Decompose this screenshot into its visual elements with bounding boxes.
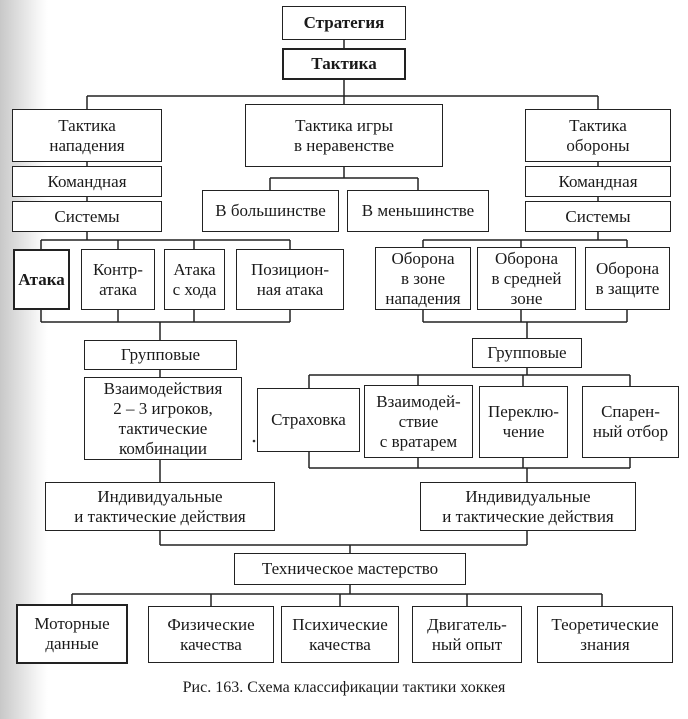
motor-experience-box: Двигатель- ный опыт <box>412 606 522 663</box>
defense-tactics-box: Тактика обороны <box>525 109 671 162</box>
tactics-box: Тактика <box>282 48 406 80</box>
mental-qualities-box: Психические качества <box>281 606 399 663</box>
minority-box: В меньшинстве <box>347 190 489 232</box>
attack-individual-box: Индивидуальные и тактические действия <box>45 482 275 531</box>
figure-caption: Рис. 163. Схема классификации тактики хо… <box>182 679 506 696</box>
switching-box: Переклю- чение <box>479 386 568 458</box>
attack-team-box: Командная <box>12 166 162 197</box>
attack-group-box: Групповые <box>84 340 237 370</box>
defense-in-defense-box: Оборона в защите <box>585 247 670 310</box>
goalie-interaction-box: Взаимодей- ствие с вратарем <box>364 385 473 458</box>
technical-skill-box: Техническое мастерство <box>234 553 466 585</box>
unequal-tactics-box: Тактика игры в неравенстве <box>245 104 443 167</box>
defense-middle-zone-box: Оборона в средней зоне <box>477 247 576 310</box>
defense-individual-box: Индивидуальные и тактические действия <box>420 482 636 531</box>
stray-dot <box>252 439 256 443</box>
positional-attack-box: Позицион- ная атака <box>236 249 344 310</box>
interactions-box: Взаимодействия 2 – 3 игроков, тактически… <box>84 377 242 460</box>
theoretical-knowledge-box: Теоретические знания <box>537 606 673 663</box>
insurance-box: Страховка <box>257 388 360 452</box>
defense-team-box: Командная <box>525 166 671 197</box>
defense-systems-box: Системы <box>525 201 671 232</box>
motor-data-box: Моторные данные <box>16 604 128 664</box>
strategy-box: Стратегия <box>282 6 406 40</box>
attack-box: Атака <box>13 249 70 310</box>
attack-tactics-box: Тактика нападения <box>12 109 162 162</box>
attack-on-move-box: Атака с хода <box>164 249 225 310</box>
counter-attack-box: Контр- атака <box>81 249 155 310</box>
attack-systems-box: Системы <box>12 201 162 232</box>
double-tackle-box: Спарен- ный отбор <box>582 386 679 458</box>
defense-attack-zone-box: Оборона в зоне нападения <box>375 247 471 310</box>
defense-group-box: Групповые <box>472 338 582 368</box>
physical-qualities-box: Физические качества <box>148 606 274 663</box>
majority-box: В большинстве <box>202 190 339 232</box>
